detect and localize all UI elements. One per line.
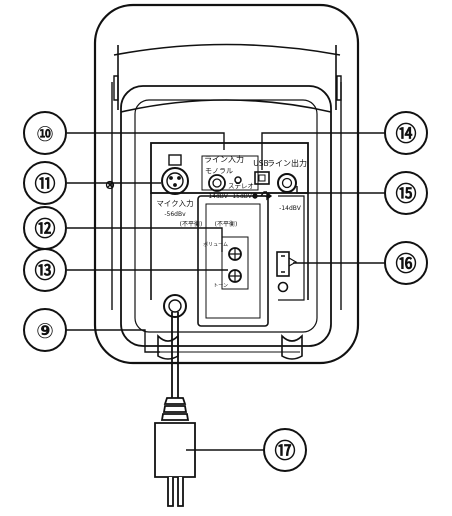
callout-leader-lines <box>65 132 385 451</box>
speaker-cabinet <box>93 3 360 365</box>
label-mic-level: -56dBv <box>164 211 186 218</box>
power-switch <box>276 251 298 293</box>
panel-labels: ライン入力 モノラル ステレオ -14dBV -15dBV USB ライン出力 … <box>156 154 307 289</box>
mic-input-xlr-connector <box>161 154 189 195</box>
connector-panel <box>150 142 309 327</box>
volume-knob <box>228 247 242 261</box>
svg-text:⑭: ⑭ <box>396 122 417 146</box>
label-line-in: ライン入力 <box>204 154 244 164</box>
label-mic-in: マイク入力 <box>156 198 193 208</box>
label-unbalanced-right: (不平衡) <box>215 220 238 228</box>
usb-icon <box>252 191 273 201</box>
svg-text:⑯: ⑯ <box>396 252 417 276</box>
callout-11: ⑪ <box>23 161 67 205</box>
stereo-jack <box>234 176 242 184</box>
callout-13: ⑬ <box>23 248 67 292</box>
label-line-out: ライン出力 <box>267 158 307 168</box>
callout-14: ⑭ <box>384 111 428 155</box>
svg-text:⑰: ⑰ <box>275 439 296 463</box>
power-plug <box>154 397 196 507</box>
label-line-out-level: -14dBV <box>279 205 302 212</box>
tone-knob <box>228 269 242 283</box>
line-input-jack <box>208 174 226 192</box>
svg-text:⑬: ⑬ <box>35 259 56 283</box>
callout-9: ⑨ <box>23 308 67 352</box>
line-output-jack <box>277 173 297 193</box>
svg-text:⑨: ⑨ <box>36 319 54 343</box>
svg-text:⑮: ⑮ <box>396 182 417 206</box>
label-unbalanced-left: (不平衡) <box>180 220 203 228</box>
power-cord <box>163 294 187 400</box>
svg-text:⑩: ⑩ <box>36 122 54 146</box>
label-stereo-level: -15dBV <box>230 193 253 200</box>
label-stereo: ステレオ <box>228 182 254 190</box>
label-usb: USB <box>253 159 268 168</box>
label-mono: モノラル <box>205 167 233 175</box>
cabinet-feet <box>157 334 303 360</box>
callout-12: ⑫ <box>23 206 67 250</box>
callout-10: ⑩ <box>23 111 67 155</box>
callout-16: ⑯ <box>384 241 428 285</box>
label-volume: ボリューム <box>203 241 228 248</box>
label-line-in-level: -14dBV <box>206 193 229 200</box>
callout-15: ⑮ <box>384 171 428 215</box>
usb-port <box>254 171 270 185</box>
svg-text:⑪: ⑪ <box>35 172 56 196</box>
svg-text:⑫: ⑫ <box>35 217 56 241</box>
callout-17: ⑰ <box>263 428 307 472</box>
label-tone: トーン <box>213 283 228 289</box>
